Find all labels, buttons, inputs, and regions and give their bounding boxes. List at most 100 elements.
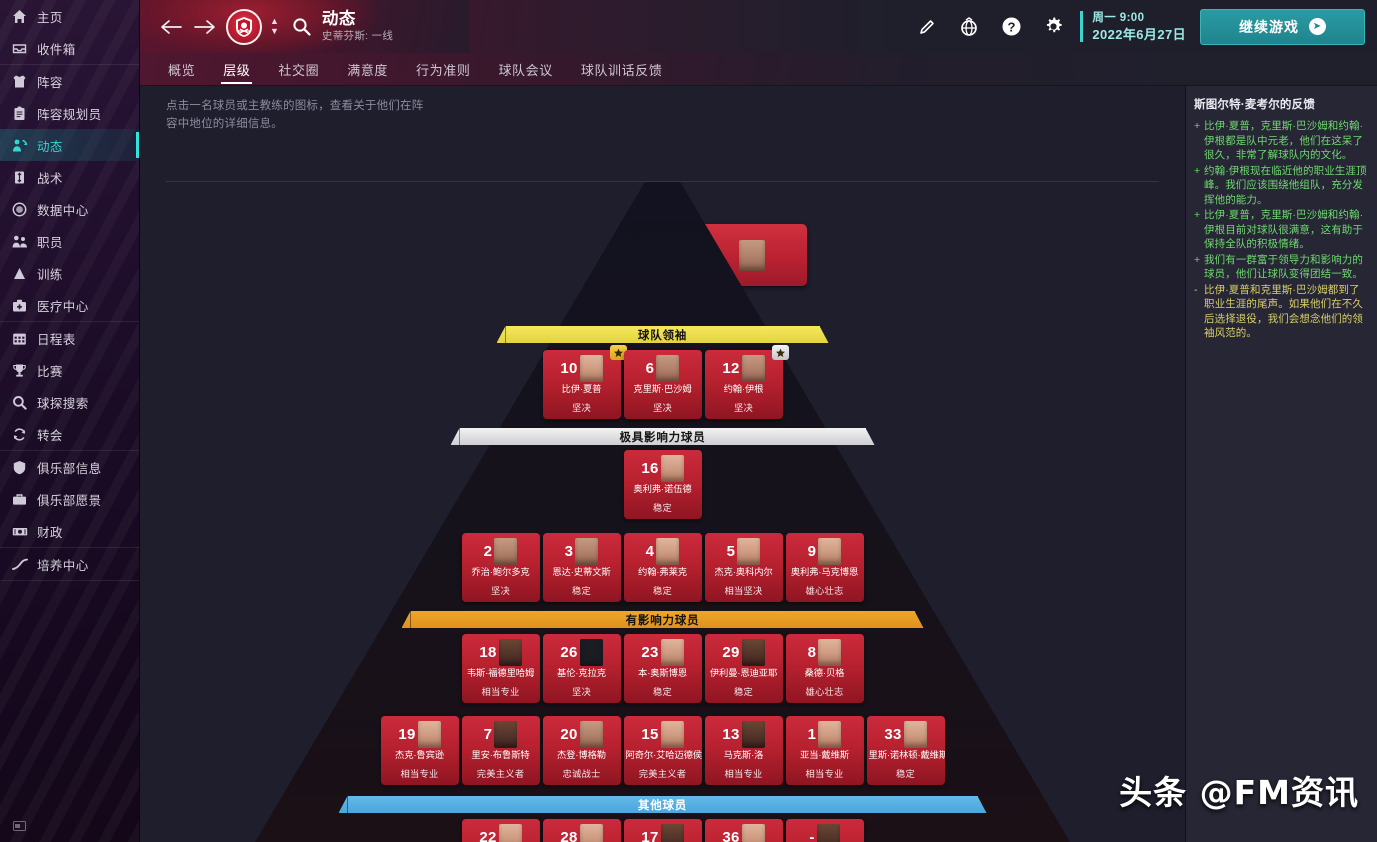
sidebar-item-inbox[interactable]: 收件箱 [0, 32, 139, 64]
help-icon[interactable]: ? [990, 6, 1032, 48]
sidebar-item-staff[interactable]: 职员 [0, 225, 139, 257]
continue-game-button[interactable]: 继续游戏 ➤ [1200, 8, 1365, 45]
sidebar-item-calendar[interactable]: 日程表 [0, 322, 139, 354]
tab-6[interactable]: 球队训话反馈 [580, 63, 663, 78]
edit-icon[interactable] [906, 6, 948, 48]
sidebar-item-home[interactable]: 主页 [0, 0, 139, 32]
player-squad-number: 18 [479, 644, 497, 661]
gear-icon[interactable] [1032, 6, 1074, 48]
feedback-text: 约翰·伊根现在临近他的职业生涯顶峰。我们应该围绕他组队，充分发挥他的能力。 [1204, 164, 1367, 206]
tab-1[interactable]: 层级 [209, 60, 264, 85]
sidebar-item-training[interactable]: 训练 [0, 257, 139, 289]
player-card-header: 18 [462, 634, 540, 668]
sidebar-item-dynamics[interactable]: 动态 [0, 129, 139, 161]
player-portrait [741, 824, 765, 842]
player-squad-number: 20 [560, 726, 578, 743]
arrow-right-circle-icon: ➤ [1309, 18, 1326, 35]
back-button[interactable] [154, 10, 188, 44]
tab-2[interactable]: 社交圈 [278, 63, 320, 78]
player-card[interactable]: 17伊斯梅拉·коне巴利稳定 [623, 819, 702, 842]
player-squad-number: 12 [722, 360, 740, 377]
player-personality: 忠诚战士 [562, 769, 601, 779]
tab-0[interactable]: 概览 [168, 63, 196, 78]
player-card-header: 2 [462, 533, 540, 567]
sidebar-item-finance[interactable]: 财政 [0, 515, 139, 547]
feedback-line: -比伊·夏普和克里斯·巴沙姆都到了职业生涯的尾声。如果他们在不久后选择退役，我们… [1194, 283, 1369, 341]
tab-4[interactable]: 行为准则 [416, 63, 471, 78]
sidebar-item-development[interactable]: 培养中心 [0, 548, 139, 580]
tier-band-label: 球队领袖 [637, 329, 688, 342]
silver-star-badge-icon [771, 345, 789, 360]
sidebar-item-label: 动态 [37, 139, 63, 154]
player-squad-number: 7 [483, 726, 493, 743]
player-portrait [579, 824, 603, 842]
player-squad-number: 13 [722, 726, 740, 743]
section-divider [166, 181, 1159, 182]
player-card[interactable]: 36丹尼尔·杰比森稳定 [704, 819, 783, 842]
feedback-title: 斯图尔特·麦考尔的反馈 [1194, 99, 1316, 111]
player-name: 桑德·贝格 [804, 668, 845, 678]
club-crest-icon[interactable] [226, 8, 262, 45]
forward-button[interactable] [188, 10, 222, 44]
sidebar-item-search[interactable]: 球探搜索 [0, 386, 139, 418]
sidebar-item-clipboard[interactable]: 阵容规划员 [0, 97, 139, 129]
player-portrait [660, 455, 684, 482]
player-name: 杰克·鲁宾逊 [395, 750, 444, 760]
player-card[interactable]: 22汤米·多伊尔坚决 [461, 819, 540, 842]
player-name: 克里斯·巴沙姆 [633, 384, 692, 394]
sidebar-item-data-hub[interactable]: 数据中心 [0, 193, 139, 225]
band-edge-right [865, 428, 875, 445]
sidebar-item-tactics[interactable]: 战术 [0, 161, 139, 193]
sidebar-collapse-icon[interactable] [13, 818, 26, 836]
sidebar-item-briefcase[interactable]: 俱乐部愿景 [0, 483, 139, 515]
band-edge-right [914, 611, 924, 628]
sidebar-item-trophy[interactable]: 比赛 [0, 354, 139, 386]
globe-icon[interactable] [948, 6, 990, 48]
player-portrait [903, 721, 927, 748]
home-icon [11, 8, 28, 25]
player-portrait [737, 538, 761, 565]
tier-band: 球队领袖 [496, 326, 829, 343]
player-portrait [656, 355, 680, 382]
player-personality: 雄心壮志 [805, 687, 844, 697]
player-personality: 稳定 [896, 769, 915, 779]
tab-3[interactable]: 满意度 [347, 63, 389, 78]
club-switch-stepper[interactable]: ▲▼ [270, 16, 279, 36]
sidebar-item-label: 数据中心 [37, 203, 89, 218]
player-personality: 坚决 [653, 403, 672, 413]
sidebar-item-label: 阵容规划员 [37, 107, 102, 122]
tab-5[interactable]: 球队会议 [498, 63, 553, 78]
sidebar-item-medical[interactable]: 医疗中心 [0, 289, 139, 321]
player-card[interactable]: -让·贝勒霍亚内稳定 [785, 819, 864, 842]
feedback-panel: 斯图尔特·麦考尔的反馈 +比伊·夏普，克里斯·巴沙姆和约翰·伊根都是队中元老，他… [1185, 86, 1377, 842]
sidebar-item-shield[interactable]: 俱乐部信息 [0, 451, 139, 483]
sidebar-item-transfer[interactable]: 转会 [0, 418, 139, 450]
player-card[interactable]: 28詹姆斯·麦卡蒂稳定 [542, 819, 621, 842]
player-card-header: 5 [705, 533, 783, 567]
sidebar-item-shirt[interactable]: 阵容 [0, 65, 139, 97]
gold-star-badge-icon [609, 345, 627, 360]
search-icon[interactable] [292, 17, 311, 36]
